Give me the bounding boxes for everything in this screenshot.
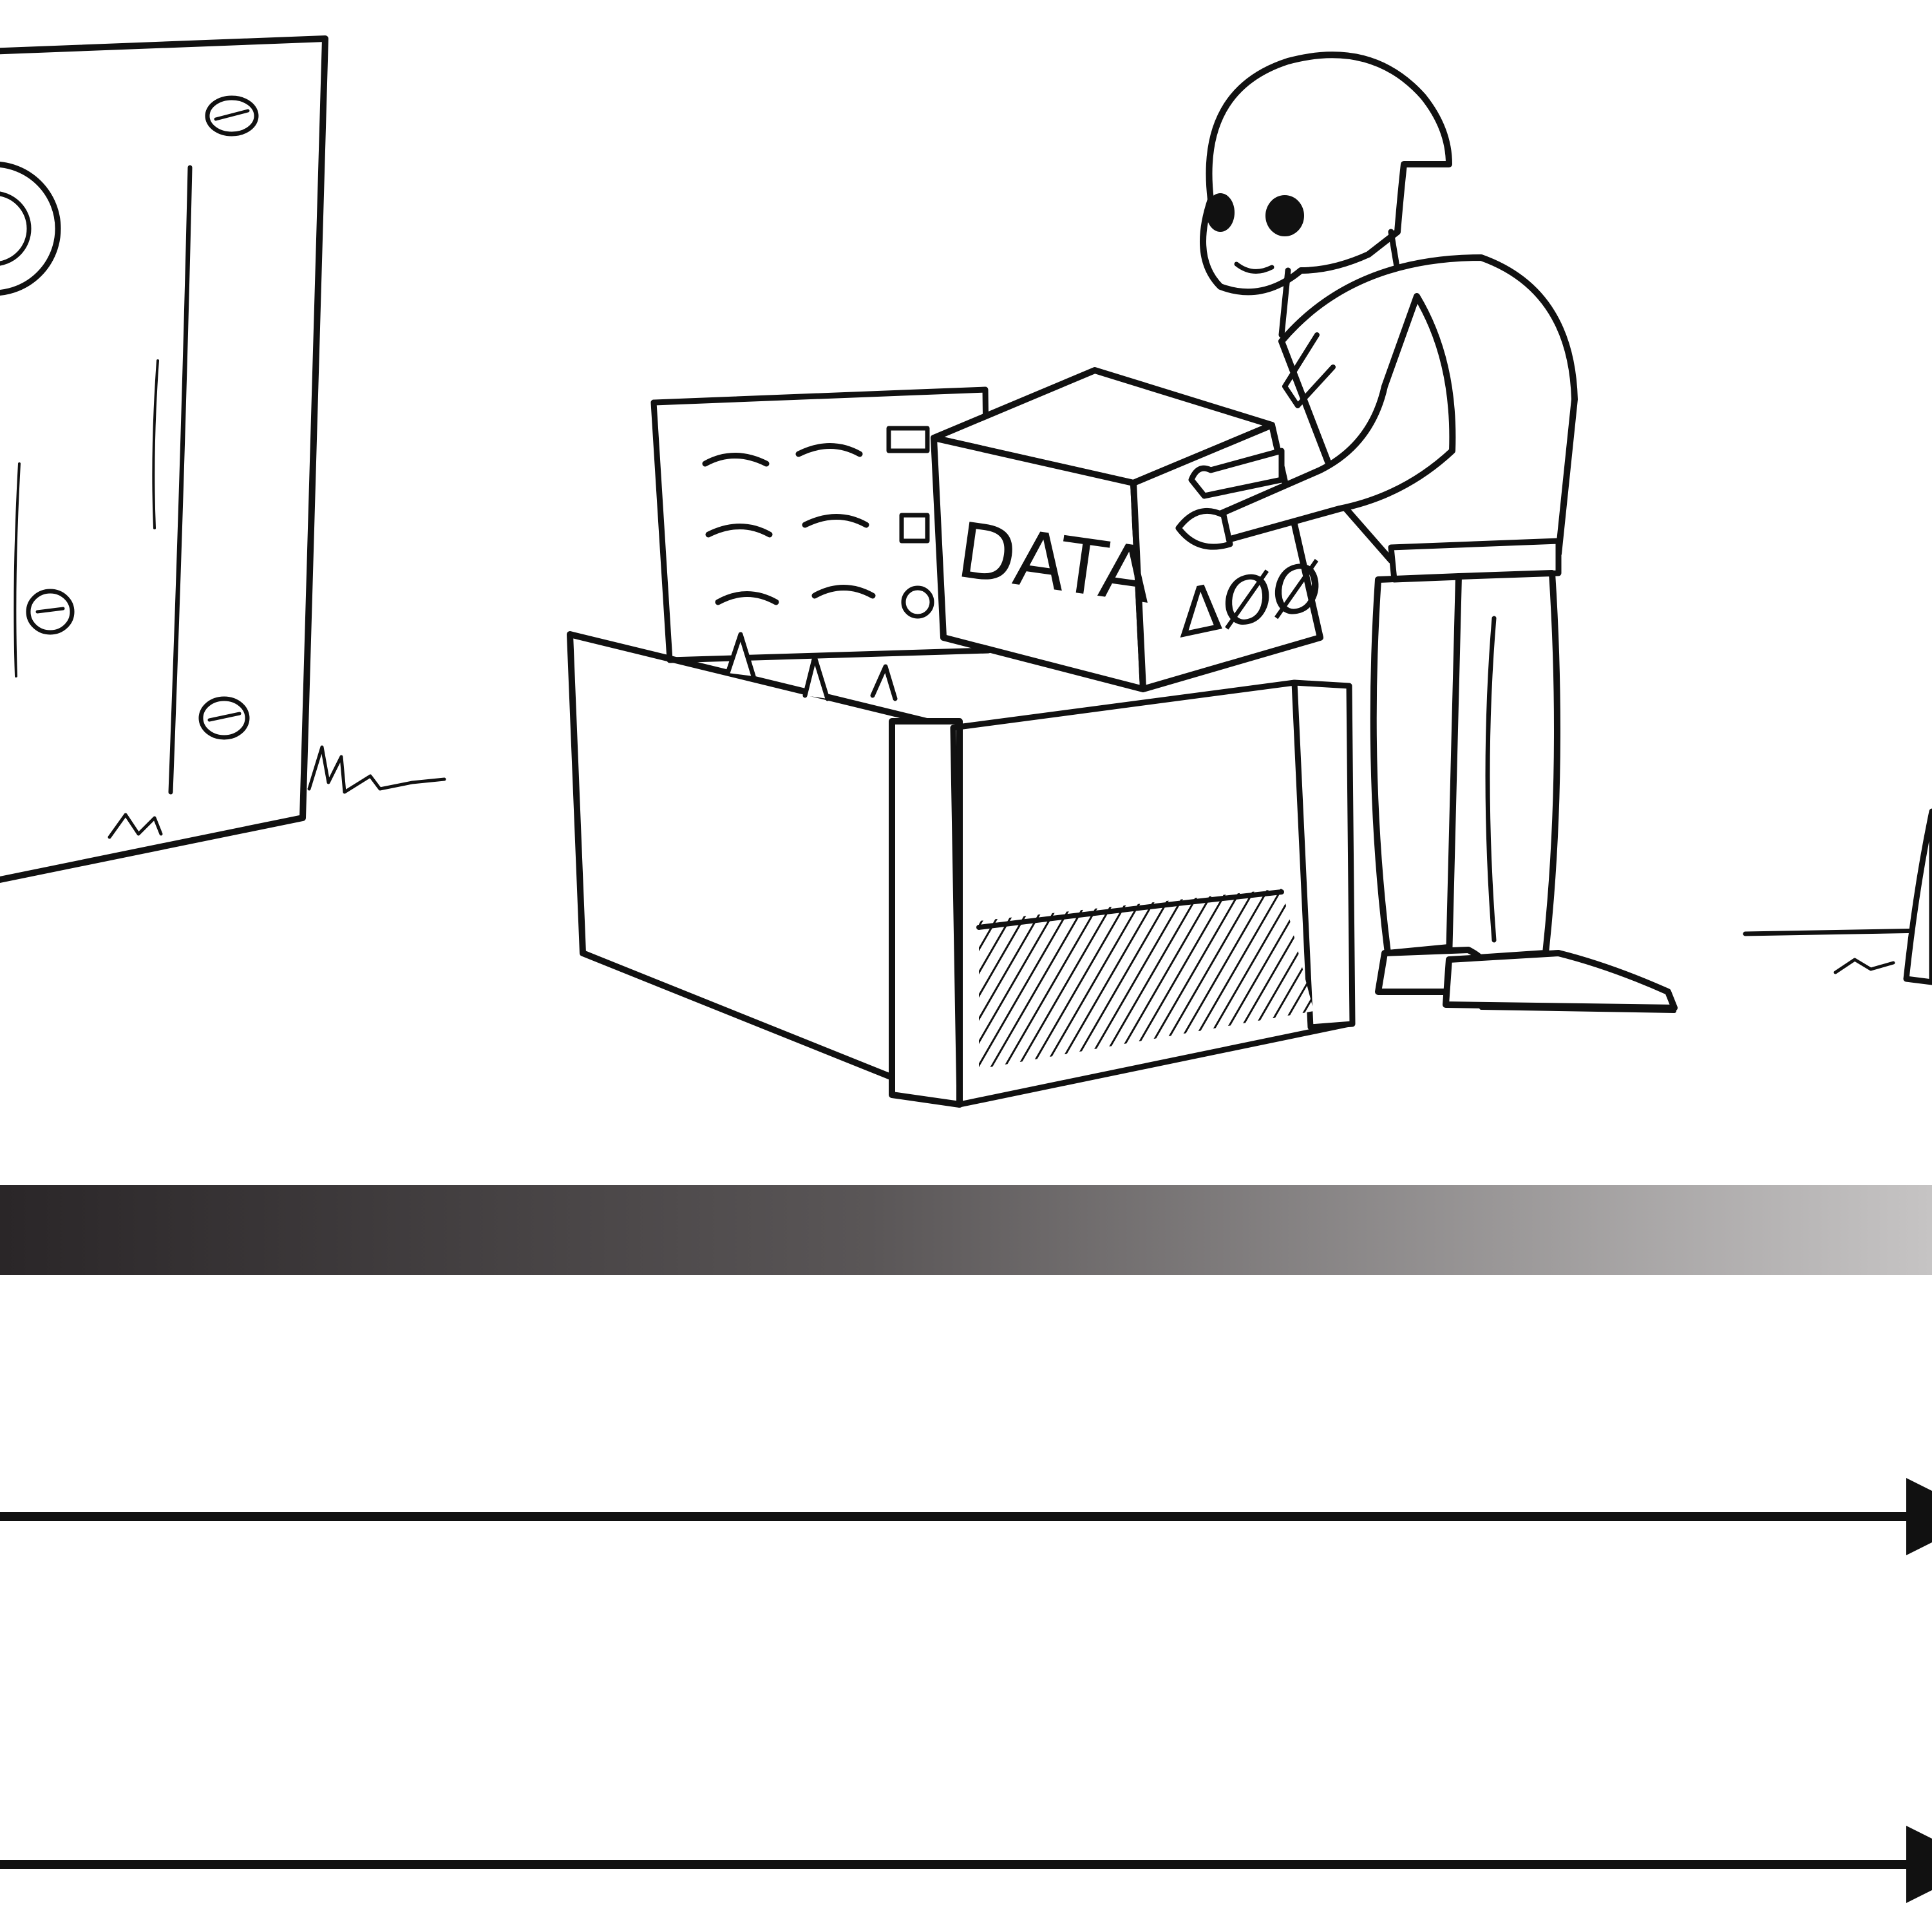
vault-dial-icon <box>0 162 61 296</box>
edge-object <box>1743 808 1932 985</box>
vault-bolts <box>26 95 259 740</box>
arrow-upper <box>0 1478 1932 1555</box>
arrowhead-right-icon <box>1906 1478 1932 1555</box>
vault-door <box>0 35 446 884</box>
gradient-bar <box>0 1185 1932 1275</box>
figure-eyes <box>1206 193 1304 236</box>
crate-machine <box>567 386 1356 1108</box>
arrowhead-right-icon <box>1906 1826 1932 1903</box>
slot-marks <box>702 426 934 619</box>
arrow-lower <box>0 1826 1932 1903</box>
data-crate: DATA ΔØØ <box>931 367 1331 692</box>
worker-figure <box>1175 52 1678 1013</box>
